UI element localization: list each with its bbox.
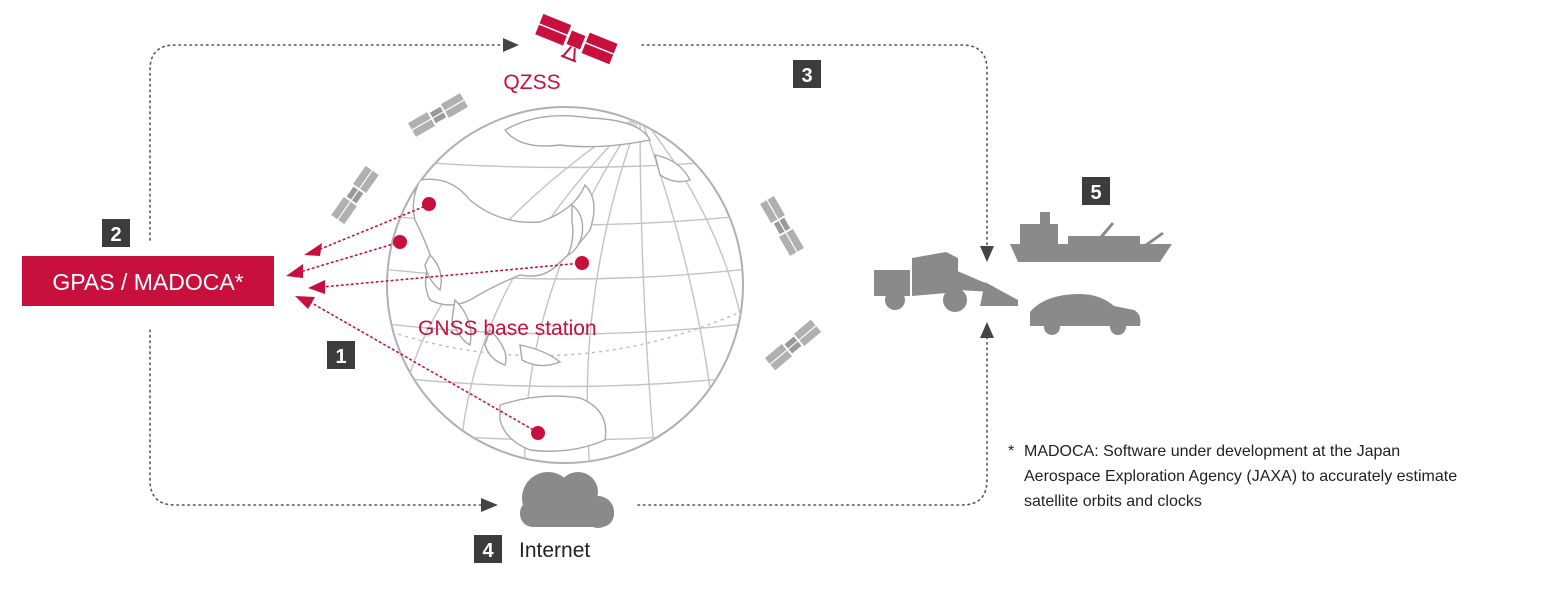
step-number: 1 <box>335 346 346 368</box>
step-number: 3 <box>801 65 812 87</box>
ship-icon <box>1010 212 1172 262</box>
flow-line-internet-to-users <box>637 329 988 506</box>
step-badge-4: 4 <box>474 535 502 563</box>
data-line-station-c <box>321 262 583 288</box>
step-badge-2: 2 <box>102 219 130 247</box>
flow-line-to-internet <box>149 329 493 506</box>
footnote-line: Aerospace Exploration Agency (JAXA) to a… <box>1024 468 1457 485</box>
step-badge-5: 5 <box>1082 177 1110 205</box>
data-line-station-a <box>317 204 429 251</box>
wheel-loader-icon <box>874 252 1018 312</box>
footnote-line: MADOCA: Software under development at th… <box>1024 443 1400 460</box>
data-line-station-b <box>299 241 401 273</box>
step-badge-3: 3 <box>793 60 821 88</box>
gpas-madoca-box <box>22 256 274 306</box>
footnote-marker: * <box>1008 443 1014 460</box>
step-badge-1: 1 <box>327 341 355 369</box>
flow-line-to-qzss <box>149 44 506 241</box>
qzss-label: QZSS <box>503 71 560 94</box>
qzss-satellite-icon <box>535 13 618 65</box>
flow-line-qzss-to-users <box>641 44 988 246</box>
base-station-dot <box>575 256 589 270</box>
base-station-dot <box>393 235 407 249</box>
gpas-madoca-label: GPAS / MADOCA* <box>52 269 243 295</box>
step-number: 5 <box>1090 182 1101 204</box>
globe-icon <box>386 106 744 464</box>
gnss-data-arrowheads <box>286 243 325 309</box>
footnote-line: satellite orbits and clocks <box>1024 493 1202 510</box>
footnote: * MADOCA: Software under development at … <box>1008 443 1457 510</box>
step-number: 4 <box>482 540 494 562</box>
car-icon <box>1030 294 1141 335</box>
gnss-satellite-icon <box>331 165 379 225</box>
gnss-satellite-icon <box>760 196 804 256</box>
internet-label: Internet <box>519 539 590 562</box>
gnss-base-station-label: GNSS base station <box>418 317 597 340</box>
gnss-data-arrows <box>299 204 583 433</box>
cloud-icon <box>520 472 614 528</box>
gnss-base-station-dots <box>393 197 589 440</box>
flow-lines <box>149 44 988 506</box>
gnss-satellite-icon <box>764 319 822 371</box>
flow-arrowheads <box>481 38 994 512</box>
base-station-dot <box>531 426 545 440</box>
base-station-dot <box>422 197 436 211</box>
data-line-station-d <box>309 301 538 433</box>
gnss-satellite-icon <box>408 93 468 137</box>
step-number: 2 <box>110 224 121 246</box>
